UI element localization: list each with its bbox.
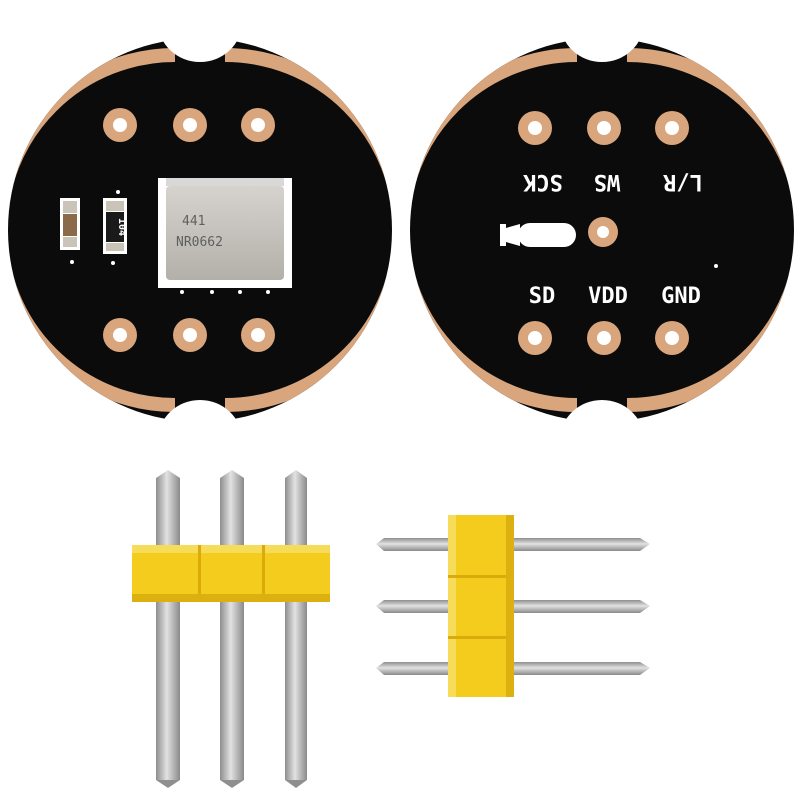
front-board: 104 441 NR0662 [8, 0, 392, 480]
microphone-symbol [500, 223, 576, 247]
silk-dot [116, 190, 120, 194]
capacitor [60, 198, 80, 250]
header-pin [156, 470, 180, 788]
front-notch-top [158, 0, 242, 62]
back-bottom-labels: SD VDD GND [529, 284, 701, 309]
silk-dot [180, 290, 184, 294]
resistor-code: 104 [116, 218, 127, 236]
silk-dot [210, 290, 214, 294]
label-gnd: GND [661, 284, 701, 309]
back-pads-top [518, 111, 689, 145]
sensor-can [166, 186, 284, 280]
label-ws: WS [594, 169, 621, 194]
front-copper-arc-right [224, 48, 392, 412]
label-sd: SD [529, 284, 556, 309]
front-pads-bottom [103, 318, 275, 352]
front-notch-bottom [158, 400, 242, 480]
back-copper-arc-right [626, 48, 794, 412]
label-vdd: VDD [588, 284, 628, 309]
silk-dot [111, 261, 115, 265]
back-copper-arc-left [410, 48, 578, 412]
back-notch-top [560, 0, 644, 62]
label-sck: SCK [522, 169, 562, 194]
silk-dot [714, 264, 718, 268]
front-pads-top [103, 108, 275, 142]
header-pin [285, 470, 307, 788]
sensor-code-1: 441 [182, 214, 205, 229]
back-notch-bottom [560, 400, 644, 480]
back-top-labels: SCK WS L/R [522, 169, 702, 194]
mems-sensor: 441 NR0662 [158, 178, 292, 294]
header-housing [448, 515, 514, 697]
header-pin [220, 470, 244, 788]
silk-dot [70, 260, 74, 264]
sensor-code-2: NR0662 [176, 235, 223, 250]
pin-header-vertical [132, 470, 330, 788]
header-housing [132, 545, 330, 602]
back-board: SCK WS L/R SD VDD GND [410, 0, 794, 480]
label-lr: L/R [662, 169, 702, 194]
back-pads-bottom [518, 321, 689, 355]
pin-header-horizontal [376, 515, 650, 697]
silk-dot [266, 290, 270, 294]
silk-dot [238, 290, 242, 294]
front-copper-arc-left [8, 48, 176, 412]
resistor: 104 [103, 198, 127, 254]
